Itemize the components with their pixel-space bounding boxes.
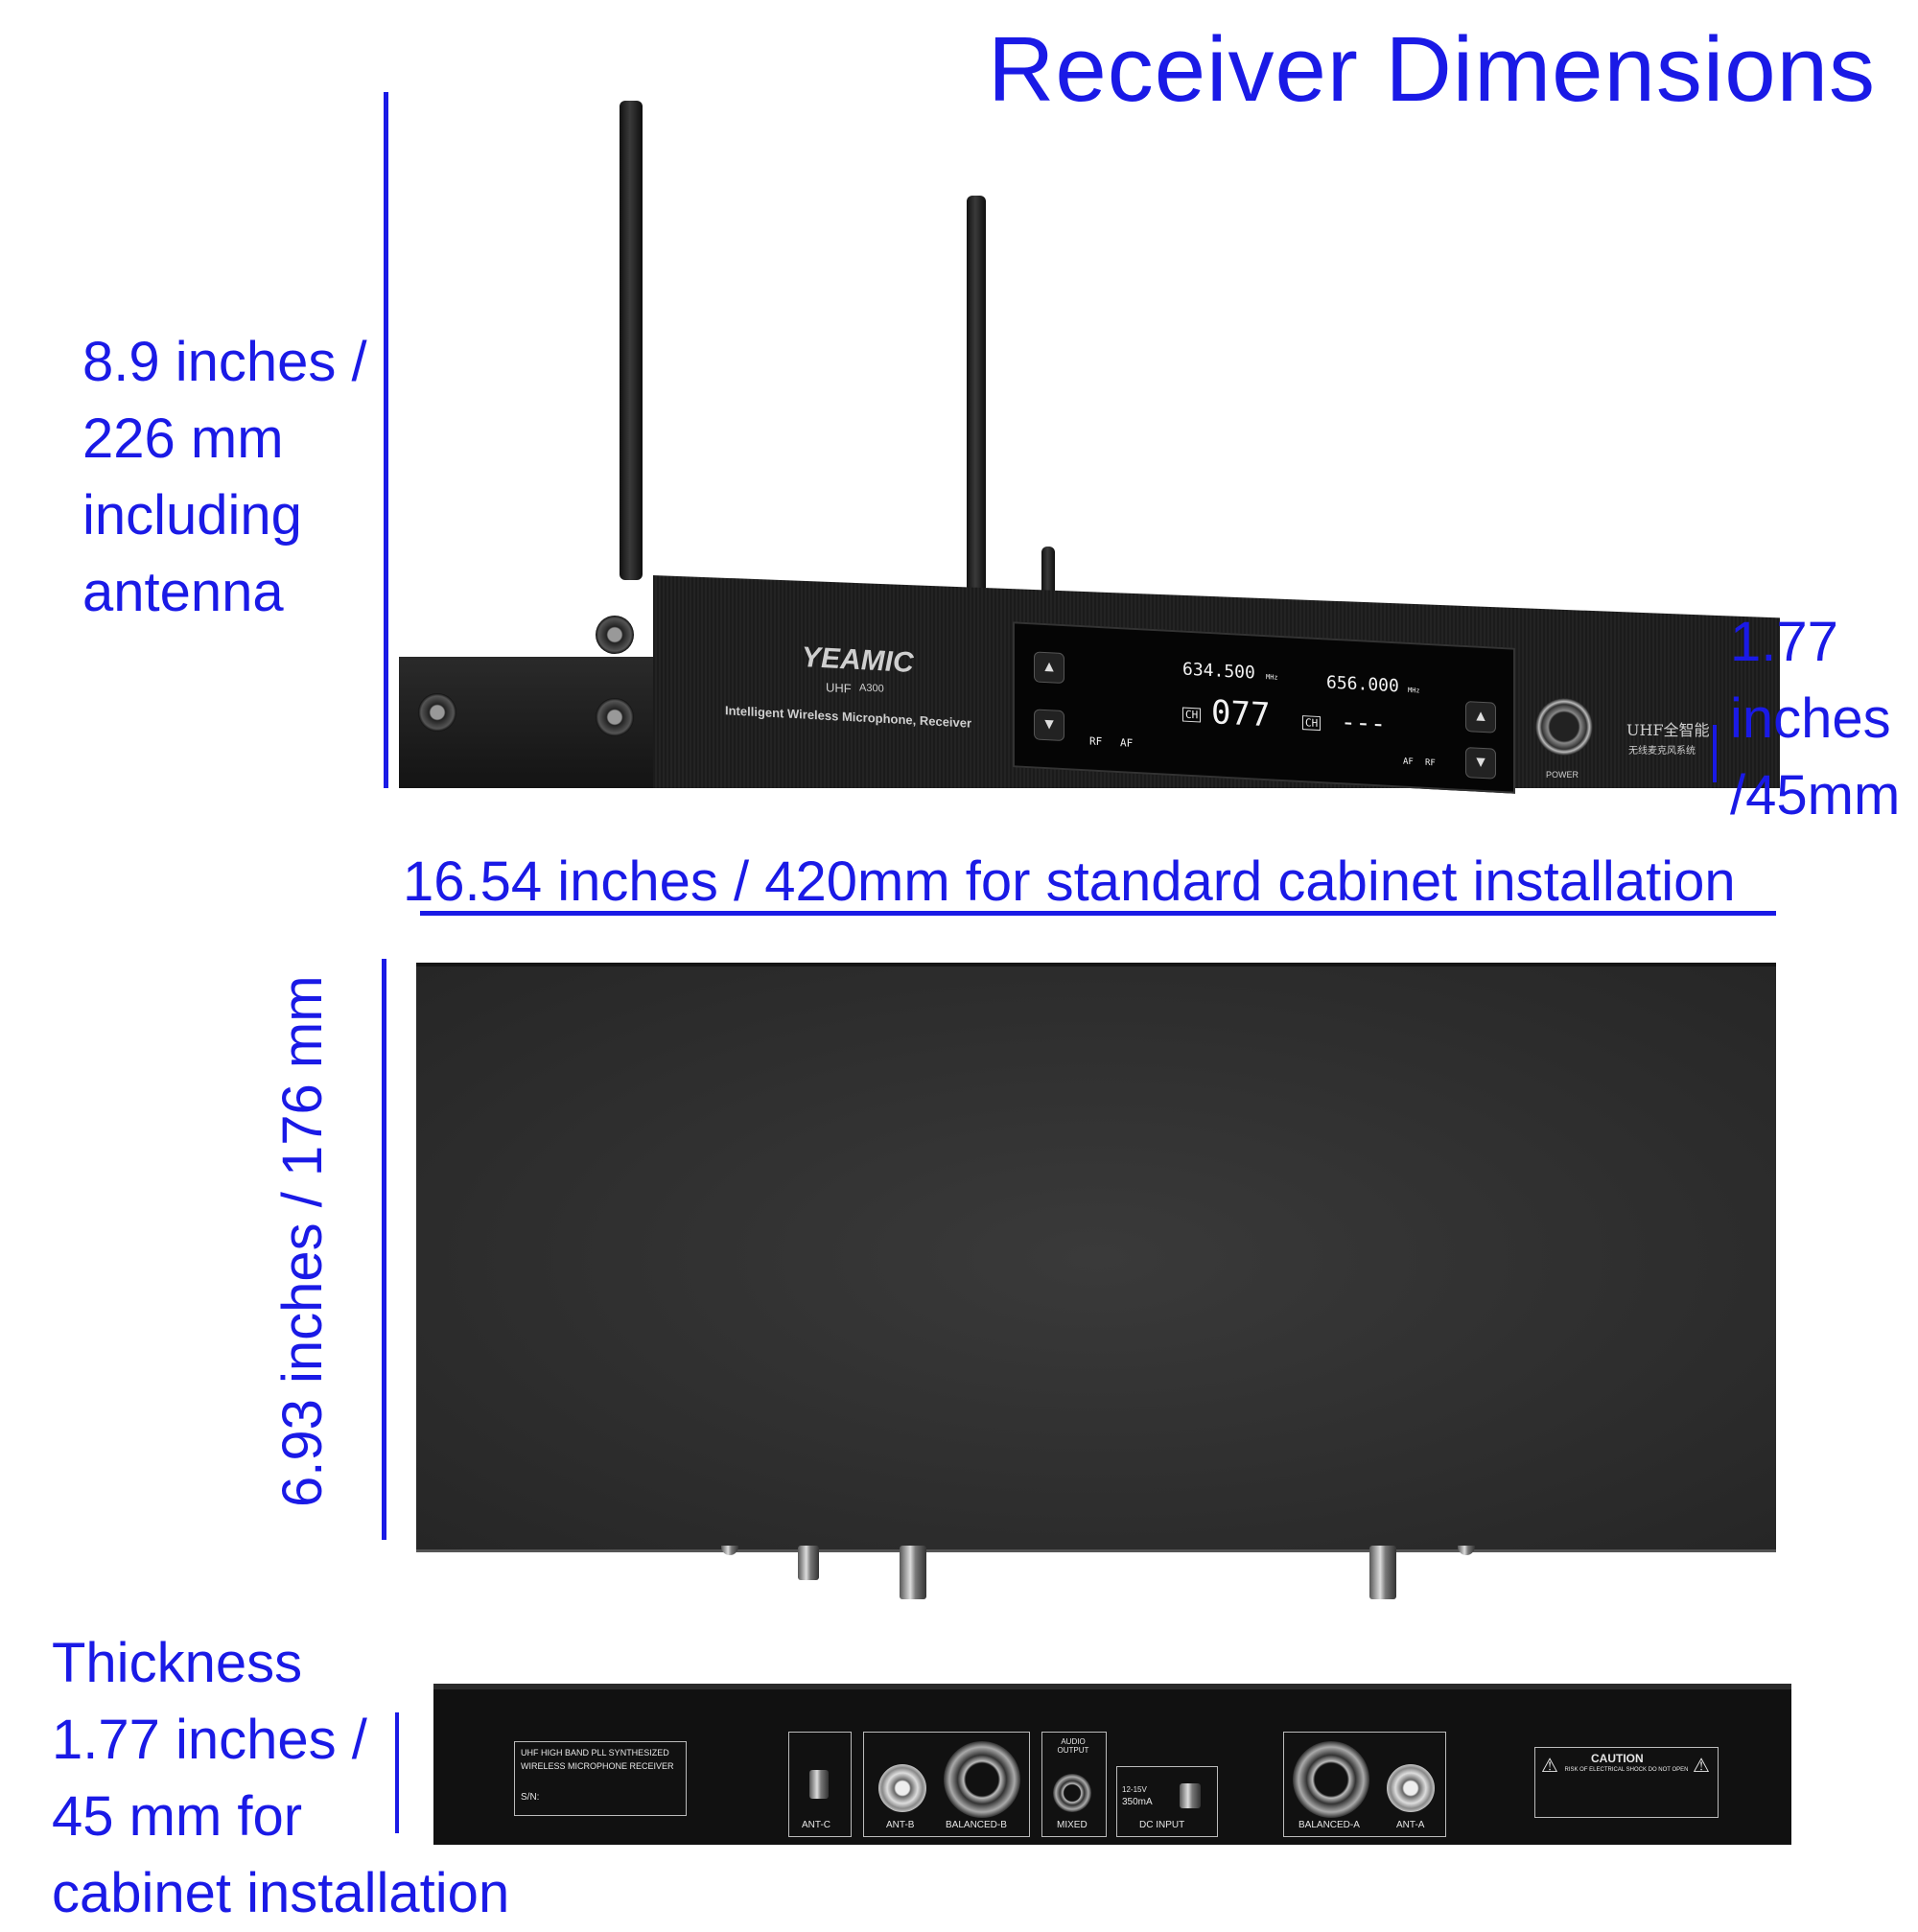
height-label-line3: including <box>82 484 302 547</box>
balanced-a-label: BALANCED-A <box>1298 1820 1360 1830</box>
receiver-top-view <box>416 963 1776 1552</box>
depth-dimension-line <box>382 959 386 1540</box>
cn-title: UHF全智能 <box>1626 721 1710 739</box>
thickness-line3: 45 mm for <box>52 1785 303 1848</box>
audio-output-label: AUDIO OUTPUT <box>1057 1737 1089 1755</box>
channel-b-number: --- <box>1341 708 1386 739</box>
dc-spec-label: 12-15V <box>1122 1785 1147 1794</box>
ant-b-connector-icon <box>878 1764 926 1812</box>
thickness-line1: Thickness <box>52 1632 303 1694</box>
channel-a-up-button[interactable]: ▲ <box>1034 651 1064 685</box>
foot-right-icon <box>1458 1546 1475 1555</box>
audio-output-box <box>1041 1732 1107 1837</box>
channel-b-up-button[interactable]: ▲ <box>1465 701 1496 733</box>
ant-a-label: ANT-A <box>1396 1820 1425 1830</box>
page-title: Receiver Dimensions <box>988 18 1876 121</box>
frequency-a-unit: MHz <box>1266 673 1278 682</box>
foot-left-icon <box>721 1546 738 1555</box>
balanced-b-xlr-icon <box>944 1741 1020 1818</box>
ant-a-connector-icon <box>1387 1764 1435 1812</box>
ant-b-label: ANT-B <box>886 1820 915 1830</box>
thickness-line4: cabinet installation <box>52 1862 510 1924</box>
channel-b-ch-label: CH <box>1302 715 1322 732</box>
channel-a-down-button[interactable]: ▼ <box>1034 709 1064 742</box>
depth-label: 6.93 inches / 176 mm <box>271 975 334 1507</box>
af-indicator-b: AF <box>1403 757 1414 768</box>
caution-label: CAUTION <box>1591 1752 1644 1765</box>
ant-b-box <box>863 1732 1030 1837</box>
serial-label-box: UHF HIGH BAND PLL SYNTHESIZED WIRELESS M… <box>514 1741 687 1816</box>
mixed-jack-icon <box>1053 1774 1091 1812</box>
frequency-a: 634.500 <box>1182 659 1255 684</box>
antenna-connector-c-icon <box>798 1546 819 1580</box>
antenna-connector-a-icon <box>1369 1546 1396 1599</box>
rack-screw-bottom-icon <box>596 698 634 736</box>
power-button[interactable] <box>1535 698 1593 756</box>
dc-input-label: DC INPUT <box>1139 1820 1185 1830</box>
height-label-line2: 226 mm <box>82 407 284 470</box>
dc-jack-icon <box>1180 1783 1201 1808</box>
front-height-line3: /45mm <box>1730 764 1901 826</box>
af-indicator-a: AF <box>1120 736 1134 750</box>
balanced-a-xlr-icon <box>1293 1741 1369 1818</box>
receiver-front-view: YEAMIC UHF A300 Intelligent Wireless Mic… <box>399 101 1780 794</box>
width-dimension-line <box>420 911 1776 916</box>
channel-a-ch-label: CH <box>1182 707 1202 723</box>
side-screw-icon <box>418 693 456 732</box>
frequency-b-unit: MHz <box>1408 686 1420 695</box>
rack-screw-top-icon <box>596 616 634 654</box>
thickness-line2: 1.77 inches / <box>52 1709 367 1771</box>
thickness-dimension-line <box>395 1712 399 1833</box>
lightning-warning-icon: ⚠ <box>1541 1756 1558 1777</box>
front-height-line <box>1713 725 1717 782</box>
ant-c-connector-icon <box>809 1770 829 1799</box>
mixed-label: MIXED <box>1057 1820 1088 1830</box>
receiver-rear-view: UHF HIGH BAND PLL SYNTHESIZED WIRELESS M… <box>433 1684 1791 1845</box>
channel-a-number: 077 <box>1211 693 1271 735</box>
antenna-connector-b-icon <box>900 1546 926 1599</box>
dc-input-box <box>1116 1766 1218 1837</box>
caution-box: CAUTION RISK OF ELECTRICAL SHOCK DO NOT … <box>1534 1747 1719 1818</box>
frequency-b: 656.000 <box>1326 672 1399 697</box>
serial-number-label: S/N: <box>521 1792 540 1803</box>
exclamation-warning-icon: ⚠ <box>1693 1756 1710 1777</box>
rf-indicator-a: RF <box>1089 734 1103 749</box>
rf-indicator-b: RF <box>1425 757 1436 769</box>
front-height-line1: 1.77 <box>1730 611 1838 673</box>
balanced-b-label: BALANCED-B <box>946 1820 1007 1830</box>
ant-a-box <box>1283 1732 1446 1837</box>
height-label-line1: 8.9 inches / <box>82 331 367 393</box>
rear-label-line2: WIRELESS MICROPHONE RECEIVER <box>521 1761 674 1771</box>
model-label: A300 <box>859 682 884 695</box>
height-dimension-line <box>384 92 388 788</box>
height-label-line4: antenna <box>82 561 284 623</box>
cn-subtitle: 无线麦克风系统 <box>1628 746 1696 757</box>
dc-current-label: 350mA <box>1122 1797 1153 1807</box>
antenna-left-icon <box>620 101 643 580</box>
brand-logo: YEAMIC <box>802 640 914 680</box>
width-label: 16.54 inches / 420mm for standard cabine… <box>403 850 1736 913</box>
rear-label-line1: UHF HIGH BAND PLL SYNTHESIZED <box>521 1748 669 1757</box>
ant-c-box <box>788 1732 852 1837</box>
model-prefix: UHF <box>826 680 852 696</box>
caution-sub-label: RISK OF ELECTRICAL SHOCK DO NOT OPEN <box>1564 1767 1689 1773</box>
power-label: POWER <box>1546 770 1579 780</box>
ant-c-label: ANT-C <box>802 1820 830 1830</box>
antenna-right-icon <box>967 196 986 608</box>
front-height-line2: inches <box>1730 687 1891 750</box>
channel-b-down-button[interactable]: ▼ <box>1465 747 1496 780</box>
lcd-display: ▲ ▼ RF AF 634.500 MHz CH 077 656.000 MHz… <box>1013 621 1515 794</box>
